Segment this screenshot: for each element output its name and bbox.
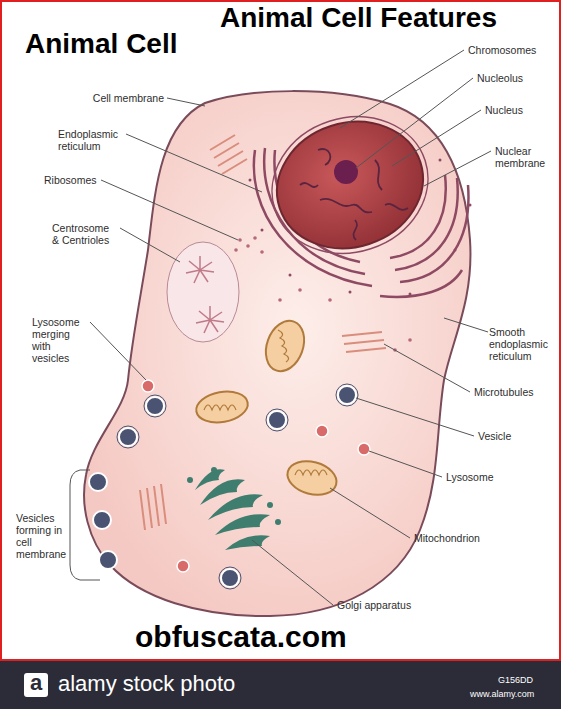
watermark-text: alamy stock photo — [58, 671, 235, 696]
part-label: Microtubules — [474, 386, 534, 398]
part-label: Nucleus — [485, 104, 523, 116]
centrioles — [186, 256, 224, 333]
part-label: Golgi apparatus — [337, 599, 411, 611]
part-label: Vesicle — [478, 430, 511, 442]
part-label: Centrosome & Centrioles — [52, 222, 118, 246]
microtubules — [342, 332, 386, 352]
part-label: Endoplasmic reticulum — [58, 128, 124, 152]
leader-lines — [70, 50, 491, 605]
part-label: Nucleolus — [477, 72, 523, 84]
part-label: Smooth endoplasmic reticulum — [489, 326, 557, 362]
watermark-text: www.alamy.com — [470, 689, 534, 699]
heading: Animal Cell — [25, 28, 177, 60]
part-label: Chromosomes — [468, 44, 536, 56]
part-label: Lysosome merging with vesicles — [32, 316, 88, 364]
watermark-bar — [0, 661, 561, 709]
cell-membrane — [84, 91, 470, 616]
frame — [1, 1, 560, 660]
watermark-text: a — [24, 672, 48, 694]
diagram-title: Animal Cell Features — [220, 2, 497, 34]
nucleolus — [334, 160, 358, 184]
vesicle-rings — [117, 384, 358, 589]
mitochondria — [194, 315, 340, 500]
watermark-text: G156DD — [498, 675, 533, 685]
part-label: Nuclear membrane — [495, 145, 557, 169]
part-label: Mitochondrion — [414, 532, 480, 544]
ribosomes — [234, 236, 412, 352]
part-label: Vesicles forming in cell membrane — [16, 512, 72, 560]
golgi-apparatus — [187, 467, 281, 550]
er-stripes — [140, 135, 247, 530]
chromosomes — [300, 149, 408, 240]
nucleus — [260, 103, 439, 267]
watermark: obfuscata.com — [135, 620, 347, 655]
logo-box — [24, 673, 48, 697]
vesicles — [89, 386, 356, 587]
part-label: Lysosome — [446, 471, 493, 483]
part-label: Cell membrane — [88, 92, 164, 104]
centrosome — [167, 242, 239, 342]
part-label: Ribosomes — [44, 174, 100, 186]
nuclear-membrane — [254, 97, 446, 273]
